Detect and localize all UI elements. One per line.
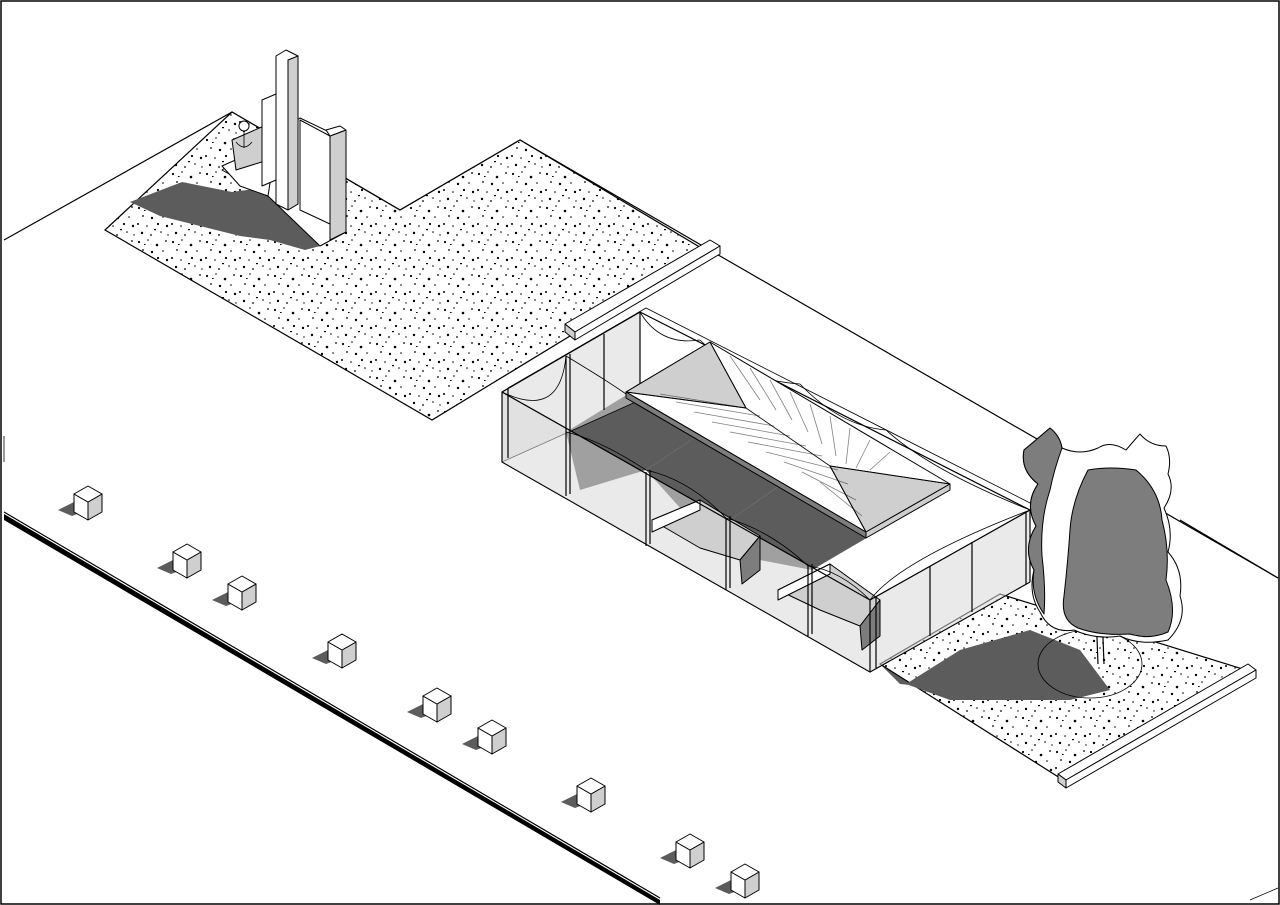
bollard (660, 833, 705, 869)
monument-sculpture (221, 49, 347, 247)
bollard (407, 687, 452, 723)
hip-roof (625, 341, 951, 539)
tree-curb (1057, 663, 1257, 789)
bollard (212, 575, 257, 611)
tree (1022, 427, 1183, 699)
bollard (157, 543, 202, 579)
bollard-row (58, 485, 760, 899)
bollard (561, 777, 606, 813)
curb (3, 511, 661, 905)
pavilion (501, 307, 1037, 673)
frame-corner-line (1249, 887, 1279, 901)
bollard (715, 863, 760, 899)
bollard (462, 719, 507, 755)
bollard (58, 485, 103, 521)
plaza-wall (564, 239, 721, 341)
bollard (312, 633, 357, 669)
